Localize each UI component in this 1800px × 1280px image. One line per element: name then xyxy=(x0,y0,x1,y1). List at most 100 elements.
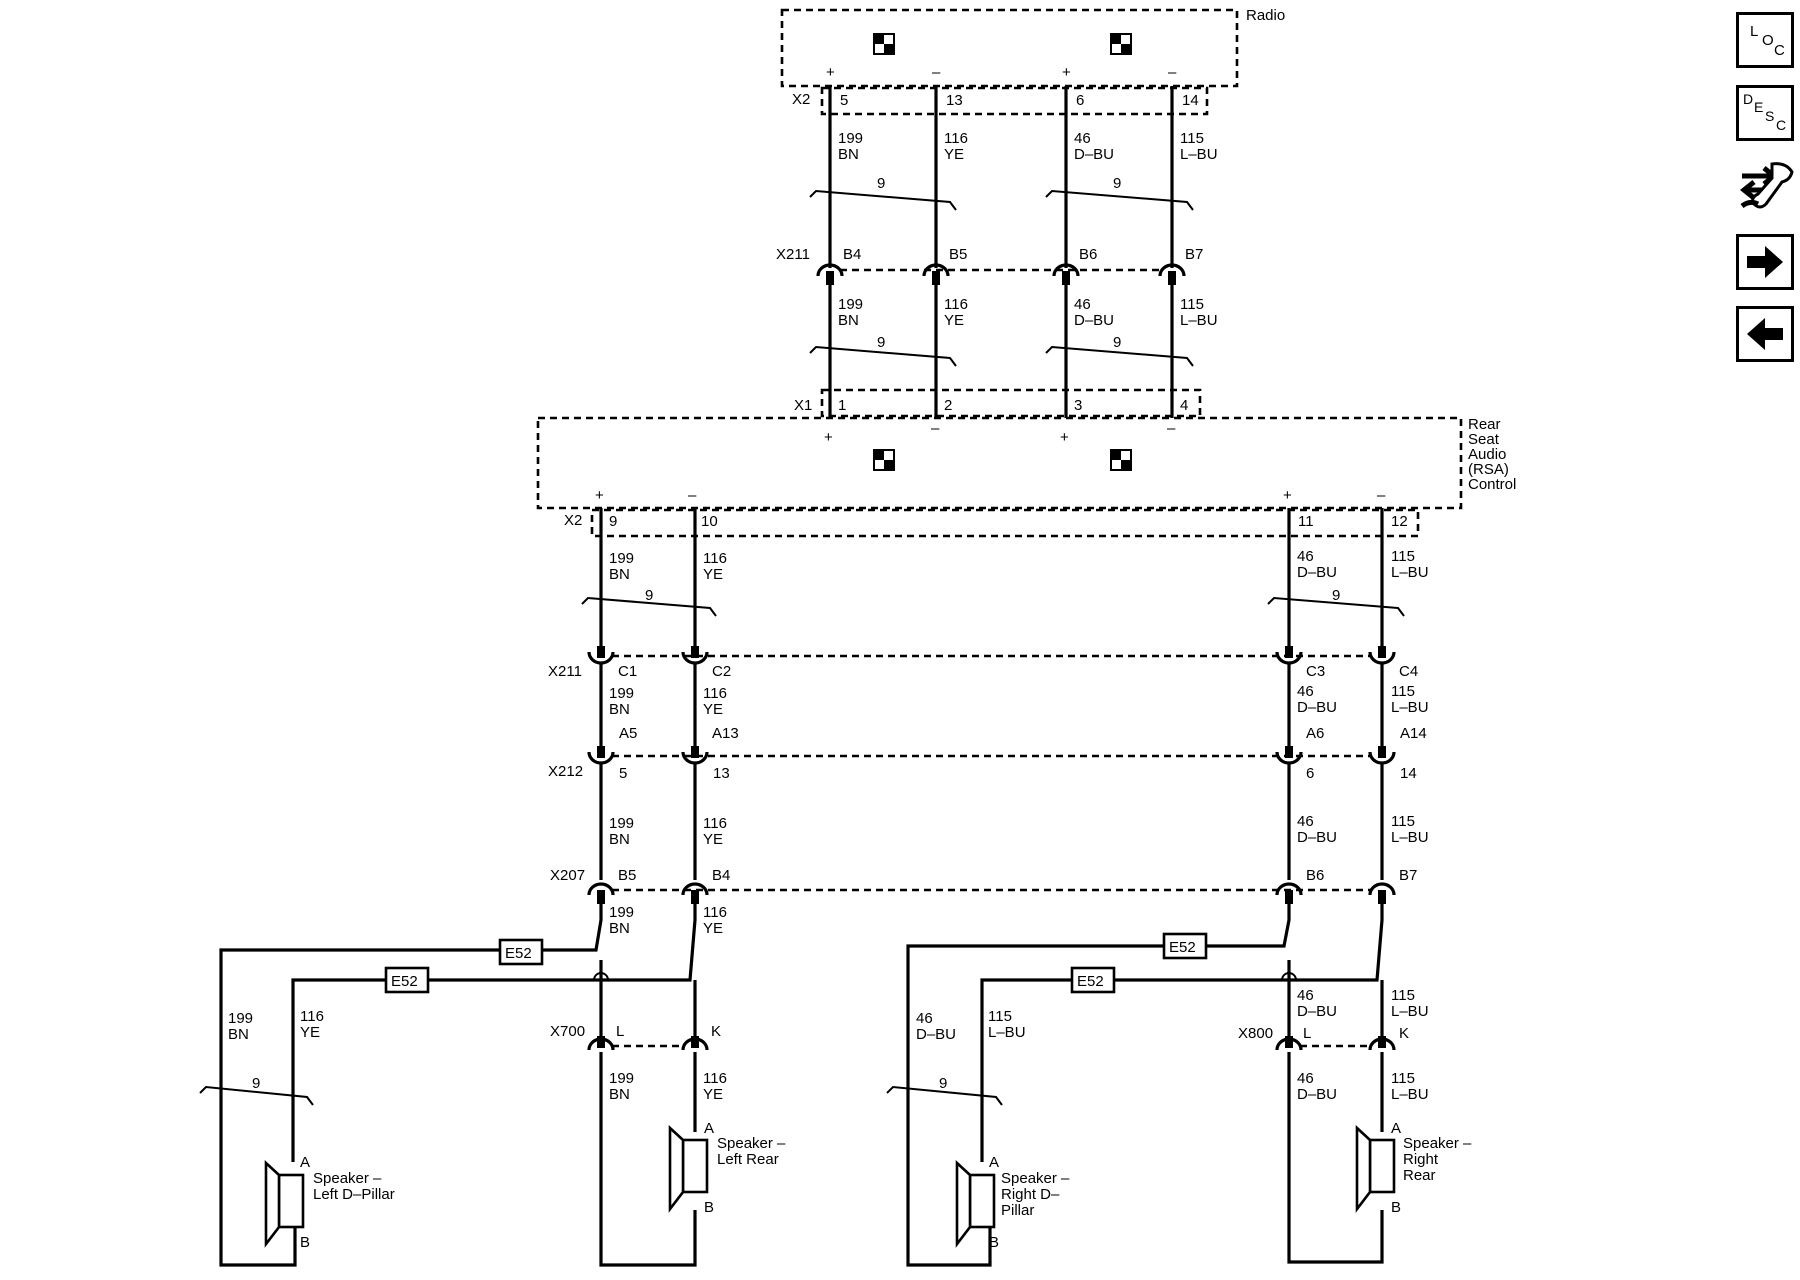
wire-label-116-c: 116 xyxy=(703,550,727,567)
wire-46-to-right-rear xyxy=(1287,1052,1384,1264)
wire-label-lbu-a: L–BU xyxy=(1180,146,1218,163)
tools-button[interactable] xyxy=(1736,156,1798,218)
wire-label-ye-a: YE xyxy=(944,146,964,163)
wire-label-199-d: 199 xyxy=(609,685,634,702)
spk-lr-pin-a: A xyxy=(704,1120,714,1137)
svg-text:C: C xyxy=(1774,42,1785,59)
wire-label-dbu-b: D–BU xyxy=(1074,312,1114,329)
x800-pin-1: L xyxy=(1303,1025,1311,1042)
spk-rdp-pin-b: B xyxy=(989,1234,999,1251)
wire-46-to-right-d-pillar xyxy=(906,904,1291,1267)
wire-label-115-g: 115 xyxy=(988,1008,1012,1025)
svg-text:E: E xyxy=(1754,99,1763,115)
x211-mid-pin-1: C1 xyxy=(618,663,637,680)
wire-46-crossover xyxy=(1281,972,1297,981)
spk-ldp-label-1: Speaker – xyxy=(313,1170,382,1187)
svg-text:S: S xyxy=(1765,108,1774,124)
wire-label-199-b: 199 xyxy=(838,296,863,313)
wire-199-to-left-rear xyxy=(599,1052,697,1267)
wire-label-lbu-h: L–BU xyxy=(1391,1086,1429,1103)
svg-text:D: D xyxy=(1743,91,1753,107)
x211-mid-pin-4: C4 xyxy=(1399,663,1418,680)
loc-button[interactable]: L O C xyxy=(1736,12,1794,68)
rsa-ground-icon-left xyxy=(873,449,895,471)
svg-text:E52: E52 xyxy=(1077,973,1104,990)
radio-label: Radio xyxy=(1246,7,1285,24)
x211-mid-terminals xyxy=(587,646,1396,665)
rsa-pol-top-4: – xyxy=(1167,420,1176,437)
x207-terminals xyxy=(587,882,1396,904)
desc-button[interactable]: D E S C xyxy=(1736,85,1794,141)
wire-label-199-h: 199 xyxy=(609,1070,634,1087)
wire-label-115-d: 115 xyxy=(1391,683,1415,700)
wire-199-crossover xyxy=(593,972,609,981)
x212-pin-4: 14 xyxy=(1400,765,1417,782)
x212-terminals xyxy=(587,746,1396,765)
radio-pin-4: 14 xyxy=(1182,92,1199,109)
spk-rdp-pin-a: A xyxy=(989,1154,999,1171)
svg-text:9: 9 xyxy=(877,334,885,351)
rsa-pol-top-1: + xyxy=(824,429,833,446)
x211-top-pin-3: B6 xyxy=(1079,246,1097,263)
x211-lower-pin-3: A6 xyxy=(1306,725,1324,742)
radio-pol-2: – xyxy=(932,64,941,81)
x700-label: X700 xyxy=(550,1023,585,1040)
svg-text:9: 9 xyxy=(939,1075,947,1092)
x211-lower-pin-1: A5 xyxy=(619,725,637,742)
back-button[interactable] xyxy=(1736,306,1794,362)
svg-text:L: L xyxy=(1750,23,1758,40)
radio-outline xyxy=(780,8,1239,88)
rsa-x2-pin-4: 12 xyxy=(1391,513,1408,530)
wire-label-116-b: 116 xyxy=(944,296,968,313)
spk-rr-label-2: Right xyxy=(1403,1151,1439,1168)
radio-x2-outline xyxy=(820,86,1209,116)
splice-e52: E52 xyxy=(1070,966,1116,994)
wire-label-116-a: 116 xyxy=(944,130,968,147)
twist-marker: 9 xyxy=(1045,334,1194,367)
spk-rdp-label-2: Right D– xyxy=(1001,1186,1060,1203)
x211-lower-pin-2: A13 xyxy=(712,725,739,742)
wire-label-dbu-h: D–BU xyxy=(1297,1086,1337,1103)
radio-pol-1: + xyxy=(826,64,835,81)
rsa-x1-outline xyxy=(820,388,1202,418)
wire-label-ye-f: YE xyxy=(703,920,723,937)
spk-rr-label-1: Speaker – xyxy=(1403,1135,1472,1152)
spk-rr-pin-a: A xyxy=(1391,1120,1401,1137)
wire-label-bn-a: BN xyxy=(838,146,859,163)
wire-label-199-g: 199 xyxy=(228,1010,253,1027)
x700-pin-2: K xyxy=(711,1023,721,1040)
spk-rdp-label-1: Speaker – xyxy=(1001,1170,1070,1187)
wire-label-bn-c: BN xyxy=(609,566,630,583)
wiring-diagram: Radio + – + – X2 5 13 6 14 199 BN 116 YE… xyxy=(199,7,1516,1267)
loc-icon: L O C xyxy=(1750,23,1785,59)
radio-ground-icon-left xyxy=(873,33,895,55)
wire-label-lbu-i: L–BU xyxy=(1391,1003,1429,1020)
x207-pin-2: B4 xyxy=(712,867,730,884)
wire-label-lbu-e: L–BU xyxy=(1391,829,1429,846)
rsa-x2-pin-1: 9 xyxy=(609,513,617,530)
rsa-x1-label: X1 xyxy=(794,397,812,414)
radio-ground-icon-right xyxy=(1110,33,1132,55)
svg-text:9: 9 xyxy=(252,1075,260,1092)
wire-199-to-left-d-pillar xyxy=(219,904,603,1267)
wire-116-to-left-d-pillar xyxy=(291,904,697,1162)
wire-label-bn-f: BN xyxy=(609,920,630,937)
x207-pin-1: B5 xyxy=(618,867,636,884)
x212-label: X212 xyxy=(548,763,583,780)
svg-text:O: O xyxy=(1762,32,1774,49)
wire-label-dbu-d: D–BU xyxy=(1297,699,1337,716)
wire-label-lbu-d: L–BU xyxy=(1391,699,1429,716)
twist-marker: 9 xyxy=(809,175,957,211)
wire-label-ye-e: YE xyxy=(703,831,723,848)
radio-pin-3: 6 xyxy=(1076,92,1084,109)
svg-text:9: 9 xyxy=(1332,587,1340,604)
spk-lr-label-1: Speaker – xyxy=(717,1135,786,1152)
wire-label-ye-d: YE xyxy=(703,701,723,718)
wire-label-lbu-b: L–BU xyxy=(1180,312,1218,329)
speaker-right-d-pillar-icon xyxy=(955,1160,996,1248)
twist-marker: 9 xyxy=(1045,175,1194,211)
wire-label-115-h: 115 xyxy=(1391,1070,1415,1087)
wrench-arrows-icon xyxy=(1739,162,1794,209)
x800-pin-2: K xyxy=(1399,1025,1409,1042)
next-button[interactable] xyxy=(1736,234,1794,290)
